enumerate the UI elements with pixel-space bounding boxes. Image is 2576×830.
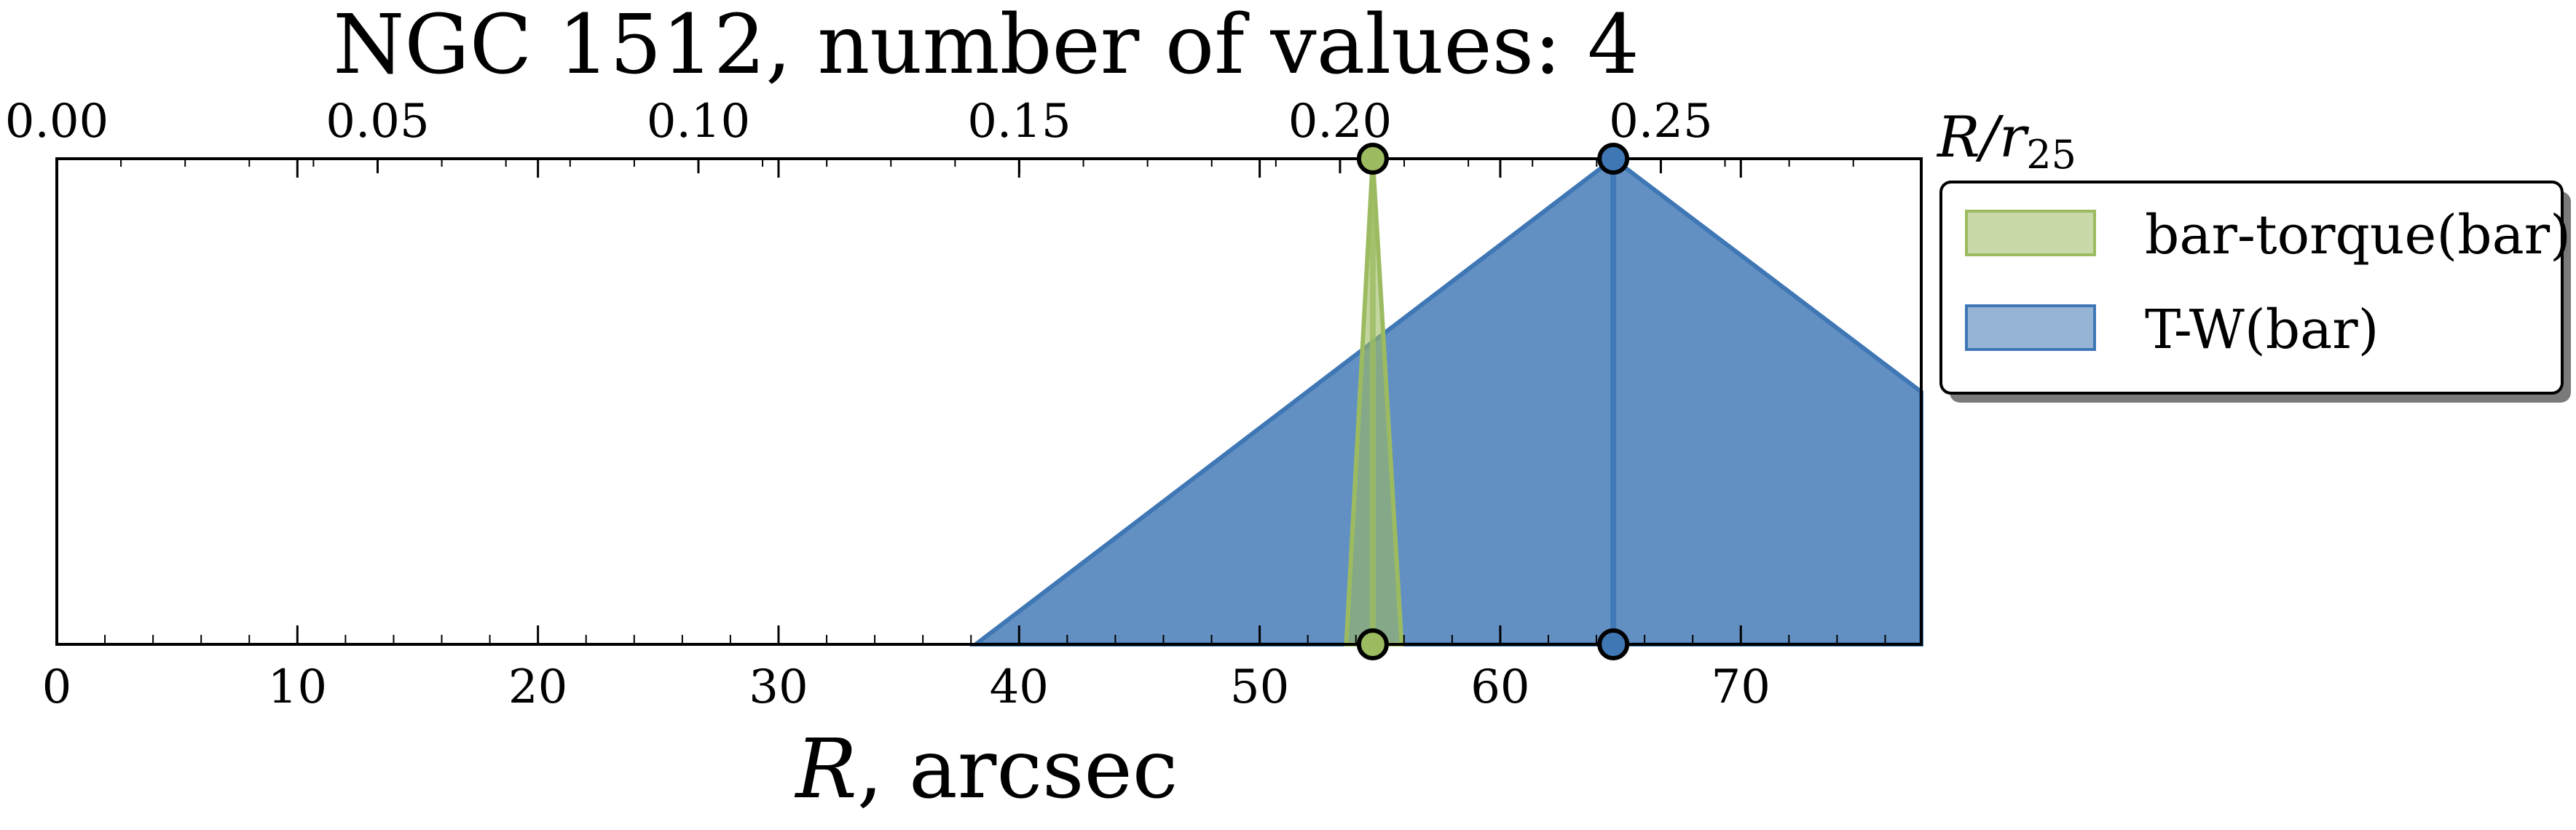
x-axis-label-var: R — [794, 722, 856, 817]
x-tick-label: 50 — [1230, 660, 1289, 714]
top-tick-label: 0.00 — [5, 95, 109, 149]
chart-title: NGC 1512, number of values: 4 — [333, 0, 1639, 92]
top-tick-label: 0.05 — [326, 95, 430, 149]
x-axis-label-unit: , arcsec — [857, 722, 1178, 817]
marker-layer — [1356, 143, 1630, 660]
tick-layer: 0 10 20 30 40 50 60 70 0.00 0.05 0.10 0.15 0.20 0.25 — [5, 95, 1886, 714]
legend-label-t-w: T-W(bar) — [2145, 299, 2379, 361]
x-axis-label: R, arcsec — [794, 722, 1178, 817]
x-tick-label: 30 — [749, 660, 808, 714]
x-tick-label: 60 — [1470, 660, 1529, 714]
plot-frame — [55, 157, 1923, 646]
top-axis-label-sub: 25 — [2026, 132, 2076, 178]
legend-box — [1939, 181, 2564, 395]
legend-label-bar-torque: bar-torque(bar) — [2145, 204, 2571, 266]
peak-marker-0 — [1356, 143, 1389, 175]
top-tick-label: 0.25 — [1609, 95, 1713, 149]
top-tick-label: 0.20 — [1288, 95, 1393, 149]
legend: bar-torque(bar) T-W(bar) — [1939, 181, 2571, 403]
peak-marker-1 — [1597, 628, 1630, 660]
x-tick-label: 40 — [990, 660, 1049, 714]
x-tick-label: 0 — [42, 660, 72, 714]
peak-marker-1 — [1597, 143, 1630, 175]
peak-marker-0 — [1356, 628, 1389, 660]
top-tick-label: 0.10 — [647, 95, 751, 149]
legend-swatch-bar-torque — [1965, 210, 2096, 256]
top-axis-label: R/r25 — [1936, 105, 2076, 178]
legend-swatch-t-w — [1965, 304, 2096, 351]
series-layer — [969, 156, 1923, 647]
top-axis-label-main: R/r — [1936, 105, 2030, 170]
x-tick-label: 10 — [268, 660, 327, 714]
x-tick-label: 20 — [508, 660, 567, 714]
series-area-1 — [969, 156, 1923, 647]
x-tick-label: 70 — [1712, 660, 1770, 714]
top-tick-label: 0.15 — [967, 95, 1071, 149]
